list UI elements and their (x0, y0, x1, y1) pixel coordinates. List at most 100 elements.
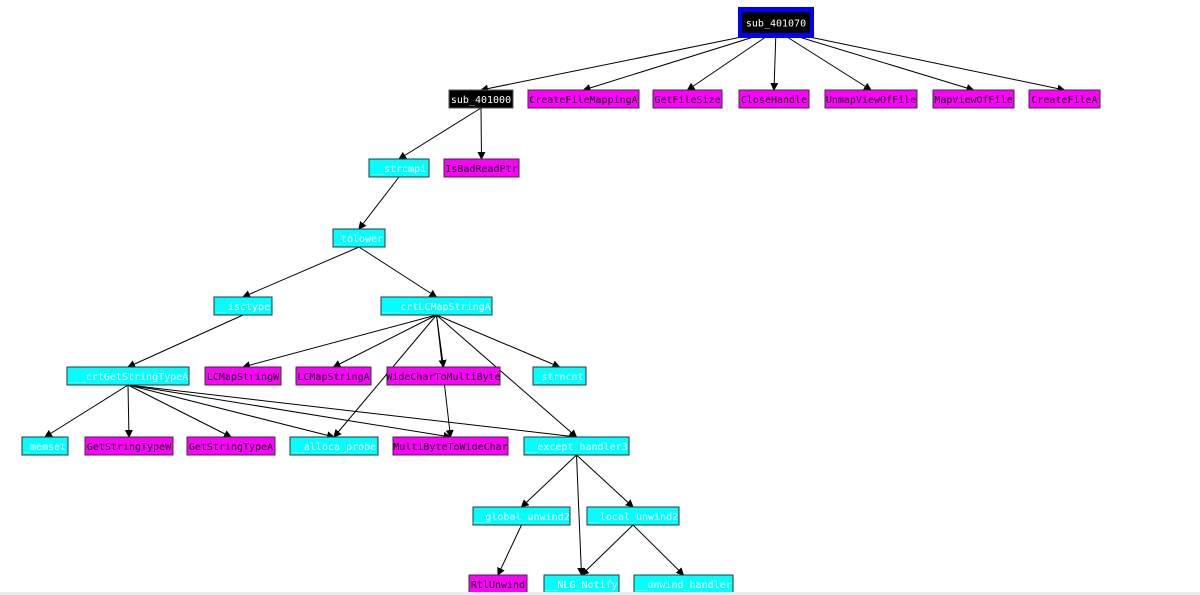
edge-___crtGetStringTypeA-to-GetStringTypeA (127, 384, 232, 438)
edge-___crtGetStringTypeA-to-__alloca_probe (127, 384, 335, 440)
node-GetStringTypeW[interactable]: GetStringTypeW (84, 436, 174, 456)
node-__strcmpi[interactable]: __strcmpi (368, 158, 430, 178)
edge-sub_401070-to-UnmapViewOfFile (775, 29, 872, 91)
node-box (742, 12, 810, 33)
node-label: __NLG_Notify (545, 580, 617, 591)
node-label: __strcmpi (372, 164, 426, 175)
node-label: CloseHandle (741, 95, 807, 106)
node-UnmapViewOfFile[interactable]: UnmapViewOfFile (824, 89, 918, 109)
edge-__local_unwind2-to-__NLG_Notify (580, 524, 634, 576)
edge-___crtLCMapStringA-to-__alloca_probe (333, 314, 437, 438)
edge-___crtGetStringTypeA-to-__except_handler3 (127, 384, 578, 441)
node-CreateFileA[interactable]: CreateFileA (1028, 89, 1101, 109)
node-CreateFileMappingA[interactable]: CreateFileMappingA (527, 89, 640, 109)
node-label: MultiByteToWideChar (393, 442, 507, 453)
node-label: LCMapStringA (297, 372, 369, 383)
edge-___crtLCMapStringA-to-LCMapStringW (242, 314, 437, 370)
edge-_tolower-to-__isctype (242, 246, 360, 298)
node-box (1028, 89, 1101, 109)
node-CloseHandle[interactable]: CloseHandle (738, 89, 810, 109)
node-label: sub_401000 (451, 95, 511, 106)
edge-sub_401070-to-CreateFileMappingA (582, 29, 777, 92)
node-box (186, 436, 276, 456)
node-___crtGetStringTypeA[interactable]: ___crtGetStringTypeA (66, 366, 190, 386)
node-label: ___crtLCMapStringA (382, 302, 490, 313)
node-IsBadReadPtr[interactable]: IsBadReadPtr (443, 158, 520, 178)
node-sub_401000[interactable]: sub_401000 (448, 89, 514, 109)
node-label: __unwind_handler (635, 580, 731, 591)
edge-___crtGetStringTypeA-to-GetStringTypeW (124, 384, 133, 438)
node-label: __global_unwind2 (473, 512, 569, 523)
edge-sub_401070-to-MapViewOfFile (775, 29, 975, 92)
node-box (368, 158, 430, 178)
node-__global_unwind2[interactable]: __global_unwind2 (472, 506, 571, 526)
node-WideCharToMultiByte[interactable]: WideCharToMultiByte (386, 366, 501, 386)
node-RtlUnwind[interactable]: RtlUnwind (468, 574, 528, 594)
node-box (289, 436, 379, 456)
node-label: RtlUnwind (471, 580, 525, 591)
edge-sub_401000-to-__strcmpi (398, 107, 482, 160)
node-box (532, 366, 587, 386)
edge-sub_401070-to-sub_401000 (480, 29, 777, 93)
node-box (204, 366, 282, 386)
node-box (472, 506, 571, 526)
edge-__local_unwind2-to-__unwind_handler (632, 524, 685, 576)
node-box (21, 436, 69, 456)
bottom-border (0, 592, 1200, 595)
node-__NLG_Notify[interactable]: __NLG_Notify (543, 574, 620, 594)
node-_tolower[interactable]: _tolower (332, 228, 386, 248)
node-MapViewOfFile[interactable]: MapViewOfFile (932, 89, 1015, 109)
node-sub_401070[interactable]: sub_401070 (738, 7, 814, 38)
edge-___crtGetStringTypeA-to-_memset (44, 384, 129, 438)
node-label: sub_401070 (746, 19, 806, 30)
node-__except_handler3[interactable]: __except_handler3 (523, 436, 630, 456)
node-box (738, 89, 810, 109)
node-LCMapStringA[interactable]: LCMapStringA (295, 366, 372, 386)
node-label: IsBadReadPtr (445, 164, 517, 175)
node-LCMapStringW[interactable]: LCMapStringW (204, 366, 282, 386)
node-label: _tolower (335, 234, 383, 245)
edge-sub_401000-to-IsBadReadPtr (477, 107, 486, 160)
node-box (527, 89, 640, 109)
node-_strncnt[interactable]: _strncnt (532, 366, 587, 386)
node-__unwind_handler[interactable]: __unwind_handler (633, 574, 734, 594)
node-label: CreateFileA (1031, 95, 1097, 106)
node-box (332, 228, 386, 248)
node-label: __local_unwind2 (588, 512, 678, 523)
edge-__except_handler3-to-__global_unwind2 (520, 454, 577, 508)
edge-___crtGetStringTypeA-to-MultiByteToWideChar (127, 384, 452, 440)
node-label: _strncnt (535, 372, 583, 383)
node-GetFileSize[interactable]: GetFileSize (652, 89, 723, 109)
node-_memset[interactable]: _memset (21, 436, 69, 456)
node-label: MapViewOfFile (934, 95, 1012, 106)
node-box (523, 436, 630, 456)
edge-sub_401070-to-GetFileSize (686, 29, 777, 91)
node-box (652, 89, 723, 109)
edge-sub_401070-to-CreateFileA (775, 29, 1066, 93)
node-box (448, 89, 514, 109)
node-___crtLCMapStringA[interactable]: ___crtLCMapStringA (380, 296, 493, 316)
edge-___crtLCMapStringA-to-LCMapStringA (332, 314, 437, 368)
nodes-layer: sub_401070 sub_401000 CreateFileMappingA Ge… (21, 7, 1101, 594)
edge-__except_handler3-to-__local_unwind2 (576, 454, 634, 508)
node-label: __isctype (216, 302, 270, 313)
edge-__except_handler3-to-__NLG_Notify (576, 454, 586, 576)
edge-sub_401070-to-CloseHandle (770, 29, 779, 91)
node-box (443, 158, 520, 178)
node-__isctype[interactable]: __isctype (213, 296, 273, 316)
node-__alloca_probe[interactable]: __alloca_probe (289, 436, 379, 456)
node-box (932, 89, 1015, 109)
node-box (66, 366, 190, 386)
node-box (380, 296, 493, 316)
edge-_tolower-to-___crtLCMapStringA (358, 246, 438, 298)
node-__local_unwind2[interactable]: __local_unwind2 (586, 506, 680, 526)
node-label: UnmapViewOfFile (826, 95, 916, 106)
node-box (824, 89, 918, 109)
node-label: GetStringTypeA (189, 442, 273, 453)
node-label: CreateFileMappingA (529, 95, 637, 106)
node-label: __except_handler3 (525, 442, 627, 453)
node-GetStringTypeA[interactable]: GetStringTypeA (186, 436, 276, 456)
node-MultiByteToWideChar[interactable]: MultiByteToWideChar (392, 436, 509, 456)
node-label: _memset (24, 442, 66, 453)
